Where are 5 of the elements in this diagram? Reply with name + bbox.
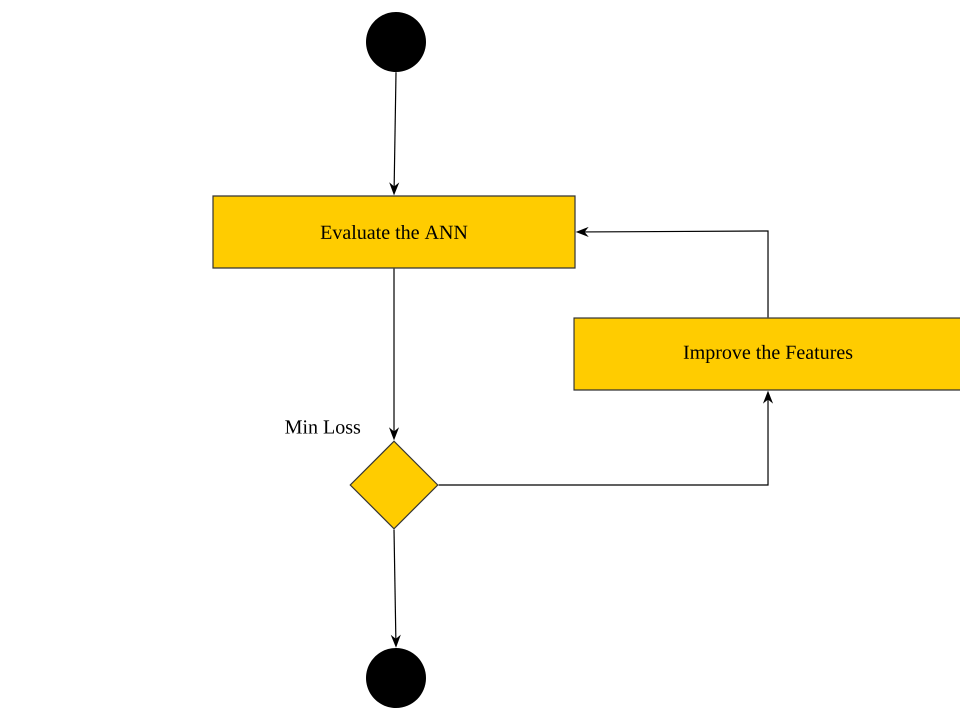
process-box: Improve the Features [573,317,960,391]
decision-label: Min Loss [285,420,360,434]
terminal-circle [366,648,426,708]
process-box: Evaluate the ANN [212,195,576,269]
terminal-circle [366,12,426,72]
